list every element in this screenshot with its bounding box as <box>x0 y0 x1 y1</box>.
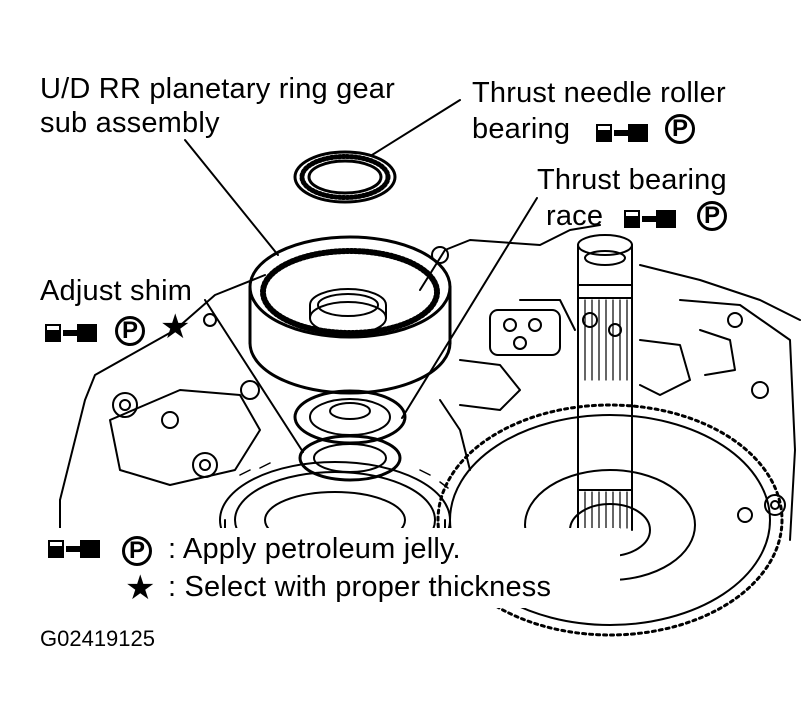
star-icon: ★ <box>160 308 191 346</box>
planetary-ring-gear <box>248 235 452 395</box>
petroleum-p-icon: P <box>697 201 727 231</box>
legend-petroleum-text: : Apply petroleum jelly. <box>168 533 461 565</box>
bearing-race-label-line2: race <box>546 200 604 232</box>
adjust-shim <box>298 434 402 482</box>
legend-thickness-text: : Select with proper thickness <box>168 571 552 603</box>
legend-star-icon: ★ <box>125 569 156 607</box>
transmission-case <box>59 224 801 546</box>
bearing-race-label-line1: Thrust bearing <box>537 164 727 196</box>
legend-brush-icon <box>48 540 100 558</box>
ring-gear-label-line2: sub assembly <box>40 107 220 139</box>
petroleum-p-icon: P <box>122 536 152 566</box>
figure-code: G02419125 <box>40 626 155 651</box>
leader-lines <box>184 99 538 453</box>
ring-gear-label-line1: U/D RR planetary ring gear <box>40 73 395 105</box>
adjust-shim-label: Adjust shim <box>40 275 193 307</box>
thrust-needle-roller-bearing <box>293 150 397 204</box>
petroleum-p-icon: P <box>115 316 145 346</box>
needle-bearing-label-line2: bearing <box>472 113 571 145</box>
needle-bearing-label-line1: Thrust needle roller <box>472 77 726 109</box>
petroleum-p-icon: P <box>665 114 695 144</box>
input-shaft <box>577 234 633 531</box>
